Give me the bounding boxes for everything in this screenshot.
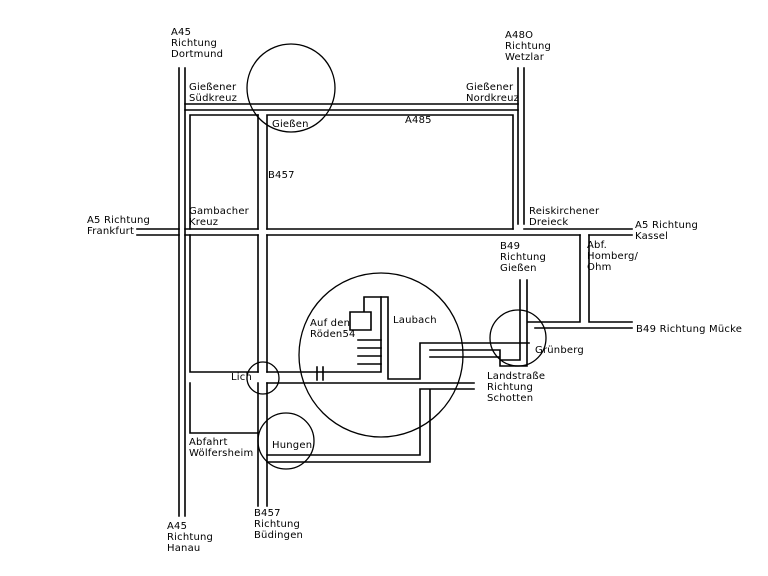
hungen-road	[266, 388, 475, 463]
laubach-circle	[298, 272, 464, 438]
label-a45-south: A45 Richtung Hanau	[167, 521, 214, 554]
label-gruenberg: Grünberg	[535, 345, 584, 356]
label-a5-frankfurt: A5 Richtung Frankfurt	[87, 215, 151, 237]
lich-short-road	[316, 366, 324, 381]
label-b49-giessen: B49 Richtung Gießen	[500, 241, 547, 274]
gruenberg-circle	[489, 309, 547, 367]
label-abfahrt-woelfersheim: Abfahrt Wölfersheim	[189, 437, 254, 459]
label-a45-north: A45 Richtung Dortmund	[171, 27, 224, 60]
woelfersheim-road	[189, 234, 259, 434]
label-a480-north: A48O Richtung Wetzlar	[505, 30, 552, 63]
label-b49-muecke: B49 Richtung Mücke	[636, 324, 743, 335]
label-a485: A485	[405, 115, 432, 126]
a45-road	[178, 67, 186, 517]
label-b457-south: B457 Richtung Büdingen	[254, 508, 304, 541]
label-reiskirchener-dreieck: Reiskirchener Dreieck	[529, 206, 600, 228]
label-laubach: Laubach	[393, 315, 437, 326]
label-giessener-suedkreuz: Gießener Südkreuz	[189, 82, 238, 104]
label-giessener-nordkreuz: Gießener Nordkreuz	[466, 82, 520, 104]
label-lich: Lich	[231, 372, 252, 383]
a485-road	[184, 103, 519, 111]
label-landstrasse-schotten: Landstraße Richtung Schotten	[487, 371, 546, 404]
label-gambacher-kreuz: Gambacher Kreuz	[189, 206, 249, 228]
lich-circle	[246, 361, 280, 395]
label-abf-homberg: Abf. Homberg/ Ohm	[587, 240, 639, 273]
label-giessen: Gießen	[272, 119, 309, 130]
lich-laubach-road	[266, 296, 530, 384]
b457-south-road	[257, 382, 268, 507]
label-hungen: Hungen	[272, 440, 313, 451]
giessen-ring	[189, 114, 514, 230]
b457-road	[257, 114, 268, 373]
a480-road	[517, 67, 525, 225]
label-b457-north: B457	[268, 170, 295, 181]
laubach-interior-road	[349, 296, 382, 365]
a5-road	[136, 228, 633, 236]
label-auf-den-roeden: Auf den Röden54	[310, 318, 356, 340]
giessen-circle	[246, 43, 336, 133]
hungen-circle	[257, 412, 315, 470]
label-a5-kassel: A5 Richtung Kassel	[635, 220, 699, 242]
